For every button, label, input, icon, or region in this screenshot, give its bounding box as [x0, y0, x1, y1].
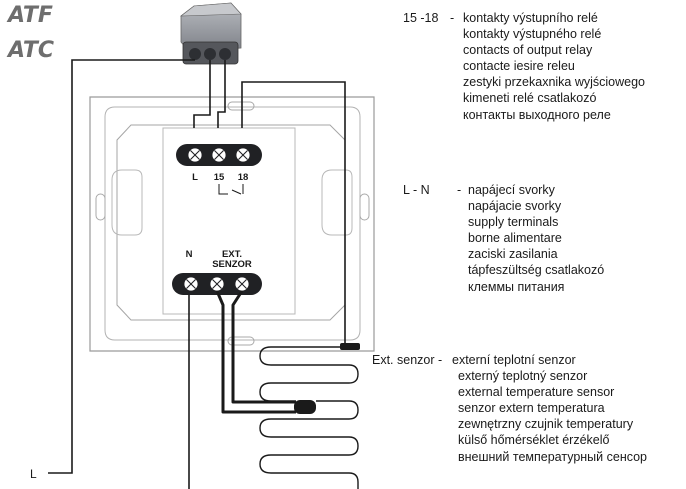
terminal-label-senzor: SENZOR: [212, 259, 252, 270]
legend-supply: L - N - napájecí svorky napájacie svorky…: [403, 182, 683, 302]
heating-cable-end: [340, 343, 360, 350]
terminal-block-bottom: N EXT. SENZOR: [172, 249, 262, 295]
left-pad: [111, 169, 143, 236]
legend-line: borne alimentare: [468, 231, 562, 246]
legend-line: внешний температурный сенсор: [458, 449, 648, 464]
legend-dash: -: [450, 11, 455, 25]
legend-line: zestyki przekaxnika wyjściowego: [463, 75, 646, 90]
temperature-sensor: [294, 400, 316, 414]
legend-line: клеммы питания: [468, 279, 565, 294]
legend-line: zewnętrzny czujnik temperatury: [458, 417, 634, 432]
legend-line: senzor extern temperatura: [458, 401, 605, 416]
heating-cable: [259, 346, 359, 489]
terminal-label-ext: EXT.: [222, 249, 242, 260]
terminal-label-15: 15: [214, 172, 225, 183]
legend-line: contacts of output relay: [463, 43, 593, 58]
legend-line: kontakty výstupního relé: [463, 11, 598, 25]
legend-line: tápfeszültség csatlakozó: [468, 263, 605, 278]
sensor-wires: [215, 290, 296, 414]
legend-dash: -: [457, 183, 462, 197]
terminal-label-L: L: [192, 172, 198, 183]
mounting-slot-right: [359, 193, 370, 221]
relay-contact-symbol: [218, 184, 244, 195]
model-label-atc: ATC: [8, 38, 55, 63]
relay-module: [180, 2, 242, 65]
wire-L: [48, 59, 195, 474]
terminal-block-top: L 15 18: [176, 144, 262, 195]
terminal-label-N: N: [186, 249, 193, 260]
legend-line: external temperature sensor: [458, 385, 615, 400]
legend-line: kimeneti relé csatlakozó: [463, 91, 597, 106]
legend-line: externí teplotní senzor: [452, 353, 576, 367]
legend-key: Ext. senzor -: [372, 353, 443, 367]
legend-line: zaciski zasilania: [468, 247, 558, 262]
mounting-slot-bottom: [227, 336, 255, 346]
mounting-slot-left: [95, 193, 106, 221]
wire-from-18: [241, 81, 346, 347]
wire-to-15-terminal: [217, 60, 226, 128]
legend-line: külső hőmérséklet érzékelő: [458, 433, 610, 448]
legend-line: contacte iesire releu: [463, 59, 575, 74]
inner-box: [162, 127, 296, 315]
legend-line: supply terminals: [468, 215, 559, 230]
model-label-atf: ATF: [8, 3, 53, 28]
mounting-slot-top: [227, 101, 255, 111]
legend-line: kontakty výstupného relé: [463, 27, 602, 42]
inner-frame: [116, 124, 346, 321]
mounting-plate: [89, 96, 375, 352]
legend-line: napájacie svorky: [468, 199, 562, 214]
wires: [48, 59, 346, 489]
wire-label-L: L: [30, 467, 37, 481]
legend-key: 15 -18: [403, 11, 439, 25]
legend-line: контакты выходного реле: [463, 107, 611, 122]
legend-line: napájecí svorky: [468, 183, 555, 197]
right-pad: [321, 169, 353, 236]
terminal-label-18: 18: [238, 172, 249, 183]
legend-relay: 15 -18 - kontakty výstupního relé kontak…: [403, 10, 683, 130]
legend-key: L - N: [403, 183, 430, 197]
mounting-plate-inner: [104, 106, 361, 341]
legend-sensor: Ext. senzor - externí teplotní senzor ex…: [372, 352, 684, 472]
wire-to-L-terminal: [193, 60, 211, 128]
legend-line: externý teplotný senzor: [458, 369, 588, 384]
